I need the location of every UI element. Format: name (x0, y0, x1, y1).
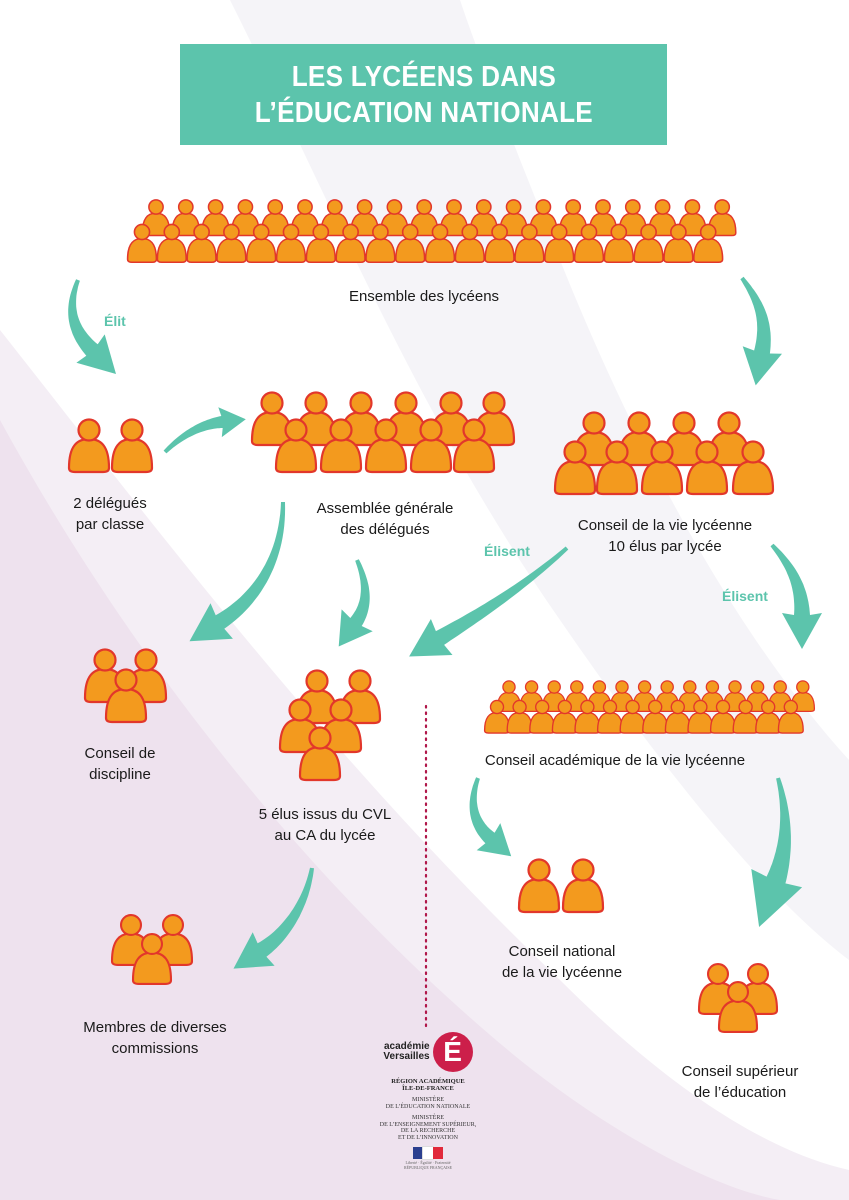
edge-label-elisent-left: Élisent (484, 543, 530, 559)
label-ensemble-des-lyceens: Ensemble des lycéens (348, 288, 500, 305)
arrow-cavl-to-cse (751, 777, 803, 927)
edge-label-elisent-right: Élisent (722, 588, 768, 604)
arrow-assemblee-to-ca (338, 559, 373, 647)
french-flag-icon (368, 1146, 488, 1160)
arrow-ca-to-commissions (233, 867, 314, 969)
title-line-2: L’ÉDUCATION NATIONALE (254, 96, 593, 129)
people-conseil-national (517, 858, 605, 914)
title-banner: LES LYCÉENS DANS L’ÉDUCATION NATIONALE (180, 44, 667, 145)
arrow-assemblee-to-discipline (189, 502, 286, 642)
arrow-elit (68, 279, 116, 374)
people-conseil-vie-lyceenne (553, 411, 775, 496)
people-conseil-academique (483, 680, 816, 734)
arrow-ensemble-to-cvl (740, 276, 782, 386)
academie-e-logo-icon: É (432, 1032, 473, 1072)
people-elus-ca (278, 669, 382, 782)
people-ensemble-des-lyceens (126, 199, 737, 264)
people-assemblee-generale (250, 391, 516, 474)
people-delegues (67, 418, 154, 474)
arrow-cavl-to-cnvl (469, 777, 512, 857)
label-conseil-academique: Conseil académique de la vie lycéenne (484, 752, 746, 769)
people-membres-commissions (110, 913, 194, 985)
arrow-delegues-to-assemblee (163, 407, 246, 454)
edge-label-elit: Élit (104, 313, 126, 329)
people-conseil-discipline (83, 648, 168, 724)
people-conseil-superieur (697, 962, 779, 1033)
arrow-cvl-to-cavl (770, 543, 822, 649)
arrow-cvl-to-ca (409, 546, 569, 657)
title-line-1: LES LYCÉENS DANS (291, 60, 556, 93)
